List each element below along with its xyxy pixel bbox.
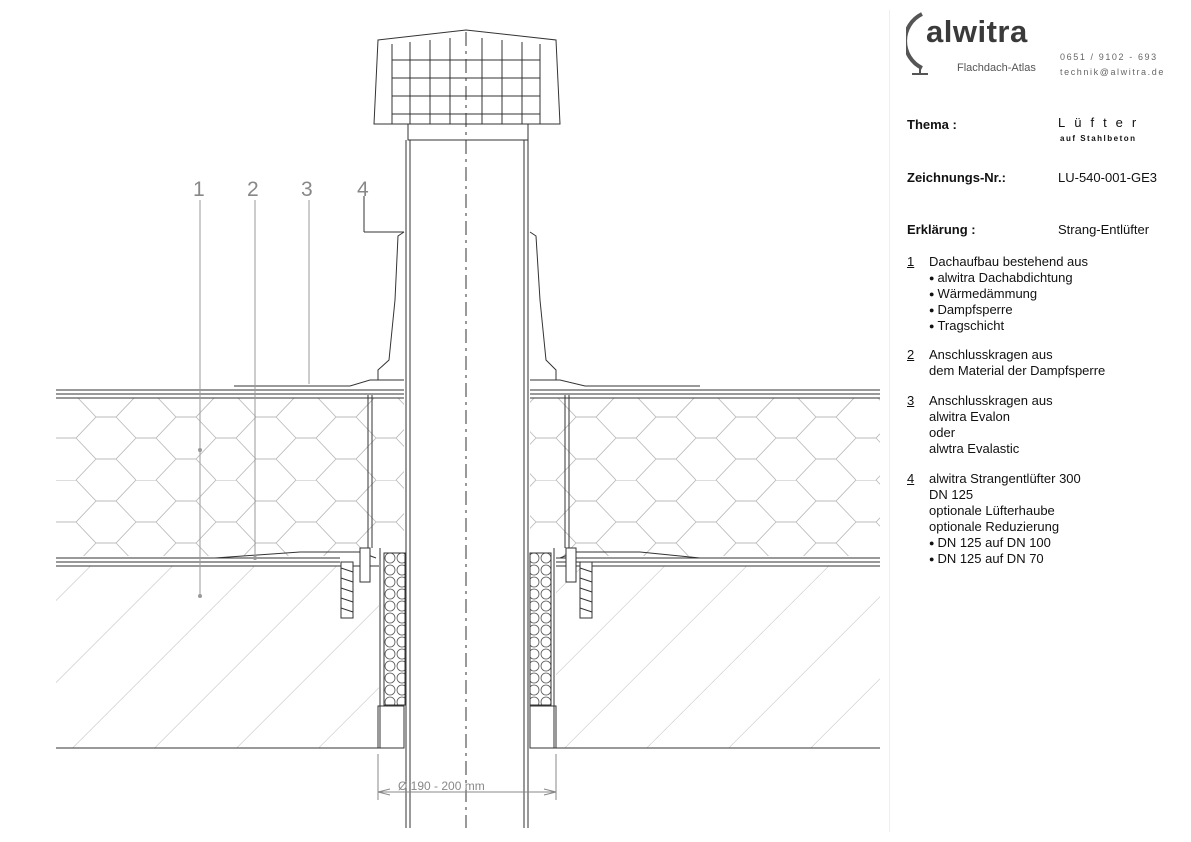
roof-membrane (56, 379, 880, 395)
fasteners (340, 395, 593, 619)
dimension-line (377, 754, 557, 800)
legend-number: 1 (907, 254, 915, 269)
brand-subtitle: Flachdach-Atlas (957, 62, 1036, 74)
topic-subtitle: auf Stahlbeton (1060, 134, 1137, 143)
legend-line: Dachaufbau bestehend aus (929, 254, 1089, 269)
legend-bullet: Wärmedämmung (929, 286, 1088, 302)
callout-1: 1 (193, 178, 205, 201)
legend-line: alwitra Evalon (929, 409, 1010, 424)
drawing-number-label: Zeichnungs-Nr.: (907, 170, 1006, 185)
legend-line: Anschlusskragen aus (929, 347, 1053, 362)
callout-2: 2 (247, 178, 259, 201)
alwitra-logo-icon (906, 12, 928, 75)
legend-line: dem Material der Dampfsperre (929, 363, 1106, 378)
brand-name: alwitra (926, 14, 1028, 49)
topic-label: Thema : (907, 117, 957, 132)
legend-bullet: DN 125 auf DN 100 (929, 535, 1081, 551)
sleeve-filler (377, 548, 557, 749)
legend-bullet: Dampfsperre (929, 302, 1088, 318)
dimension-label: Ø 190 - 200 mm (398, 779, 485, 793)
legend-number: 3 (907, 393, 915, 408)
explanation-value: Strang-Entlüfter (1058, 222, 1150, 237)
legend-line: optionale Reduzierung (929, 519, 1060, 534)
callout-3: 3 (301, 178, 313, 201)
concrete-slab (56, 565, 880, 749)
legend-number: 2 (907, 347, 915, 362)
legend-line: alwitra Strangentlüfter 300 (929, 471, 1081, 486)
legend-line: Anschlusskragen aus (929, 393, 1053, 408)
legend-number: 4 (907, 471, 915, 486)
ventilation-hood (373, 29, 561, 141)
callout-dots (198, 448, 257, 598)
legend-line: optionale Lüfterhaube (929, 503, 1055, 518)
brand-phone: 0651 / 9102 - 693 (1060, 52, 1158, 62)
brand-email: technik@alwitra.de (1060, 67, 1165, 77)
section-drawing: 1 2 3 4 Ø 190 - 200 mm (56, 10, 890, 832)
insulation-layer (56, 397, 880, 556)
legend-line: DN 125 (929, 487, 974, 502)
explanation-label: Erklärung : (907, 222, 976, 237)
legend-line: alwtra Evalastic (929, 441, 1020, 456)
vent-pipe (363, 32, 557, 828)
callout-leaders (199, 200, 310, 596)
legend-line: oder (929, 425, 956, 440)
callout-4: 4 (357, 178, 369, 201)
topic-value: Lüfter (1058, 115, 1146, 130)
legend-bullet: alwitra Dachabdichtung (929, 270, 1088, 286)
legend-bullet: Tragschicht (929, 318, 1088, 334)
legend-bullet: DN 125 auf DN 70 (929, 551, 1081, 567)
drawing-number-value: LU-540-001-GE3 (1058, 170, 1157, 185)
